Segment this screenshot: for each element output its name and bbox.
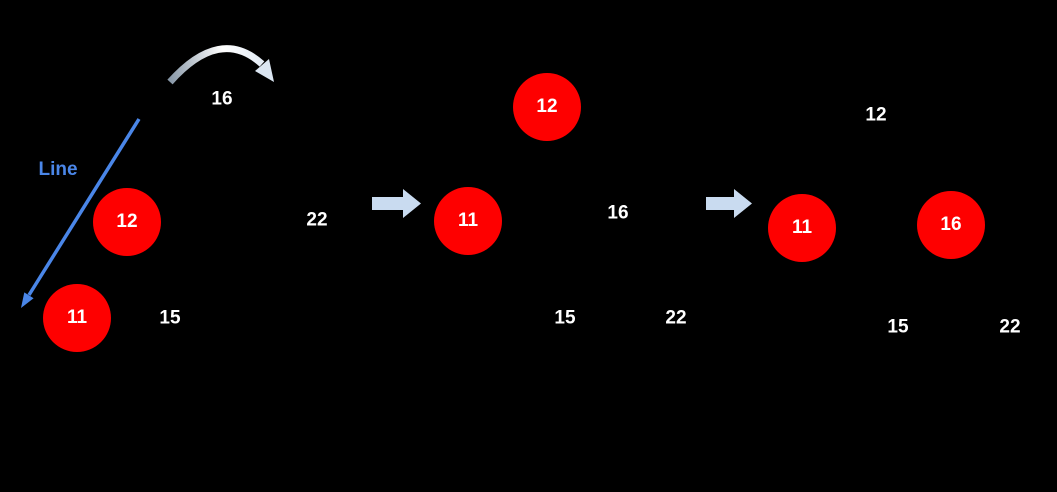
tree-node-12: 12 [93, 188, 161, 256]
tree-node-11: 11 [434, 187, 502, 255]
tree-node-11: 11 [768, 194, 836, 262]
node-label-22: 22 [999, 316, 1021, 338]
annotation-line-arrow-head-icon [21, 292, 34, 308]
node-label-16: 16 [211, 88, 233, 110]
node-label-12: 12 [865, 104, 887, 126]
tree-node-16: 16 [917, 191, 985, 259]
annotation-line [27, 118, 141, 296]
transition-arrow-2-icon [706, 189, 752, 218]
tree-node-11: 11 [43, 284, 111, 352]
node-label-15: 15 [887, 316, 909, 338]
rotation-arrow-arc [167, 45, 265, 85]
tree-node-12: 12 [513, 73, 581, 141]
node-label-22: 22 [306, 209, 328, 231]
node-label-15: 15 [554, 307, 576, 329]
node-label-16: 16 [607, 202, 629, 224]
line-annotation-label: Line [38, 159, 78, 180]
rotation-arrow-head-icon [255, 59, 274, 82]
node-label-22: 22 [665, 307, 687, 329]
transition-arrow-1-icon [372, 189, 421, 218]
node-label-15: 15 [159, 307, 181, 329]
